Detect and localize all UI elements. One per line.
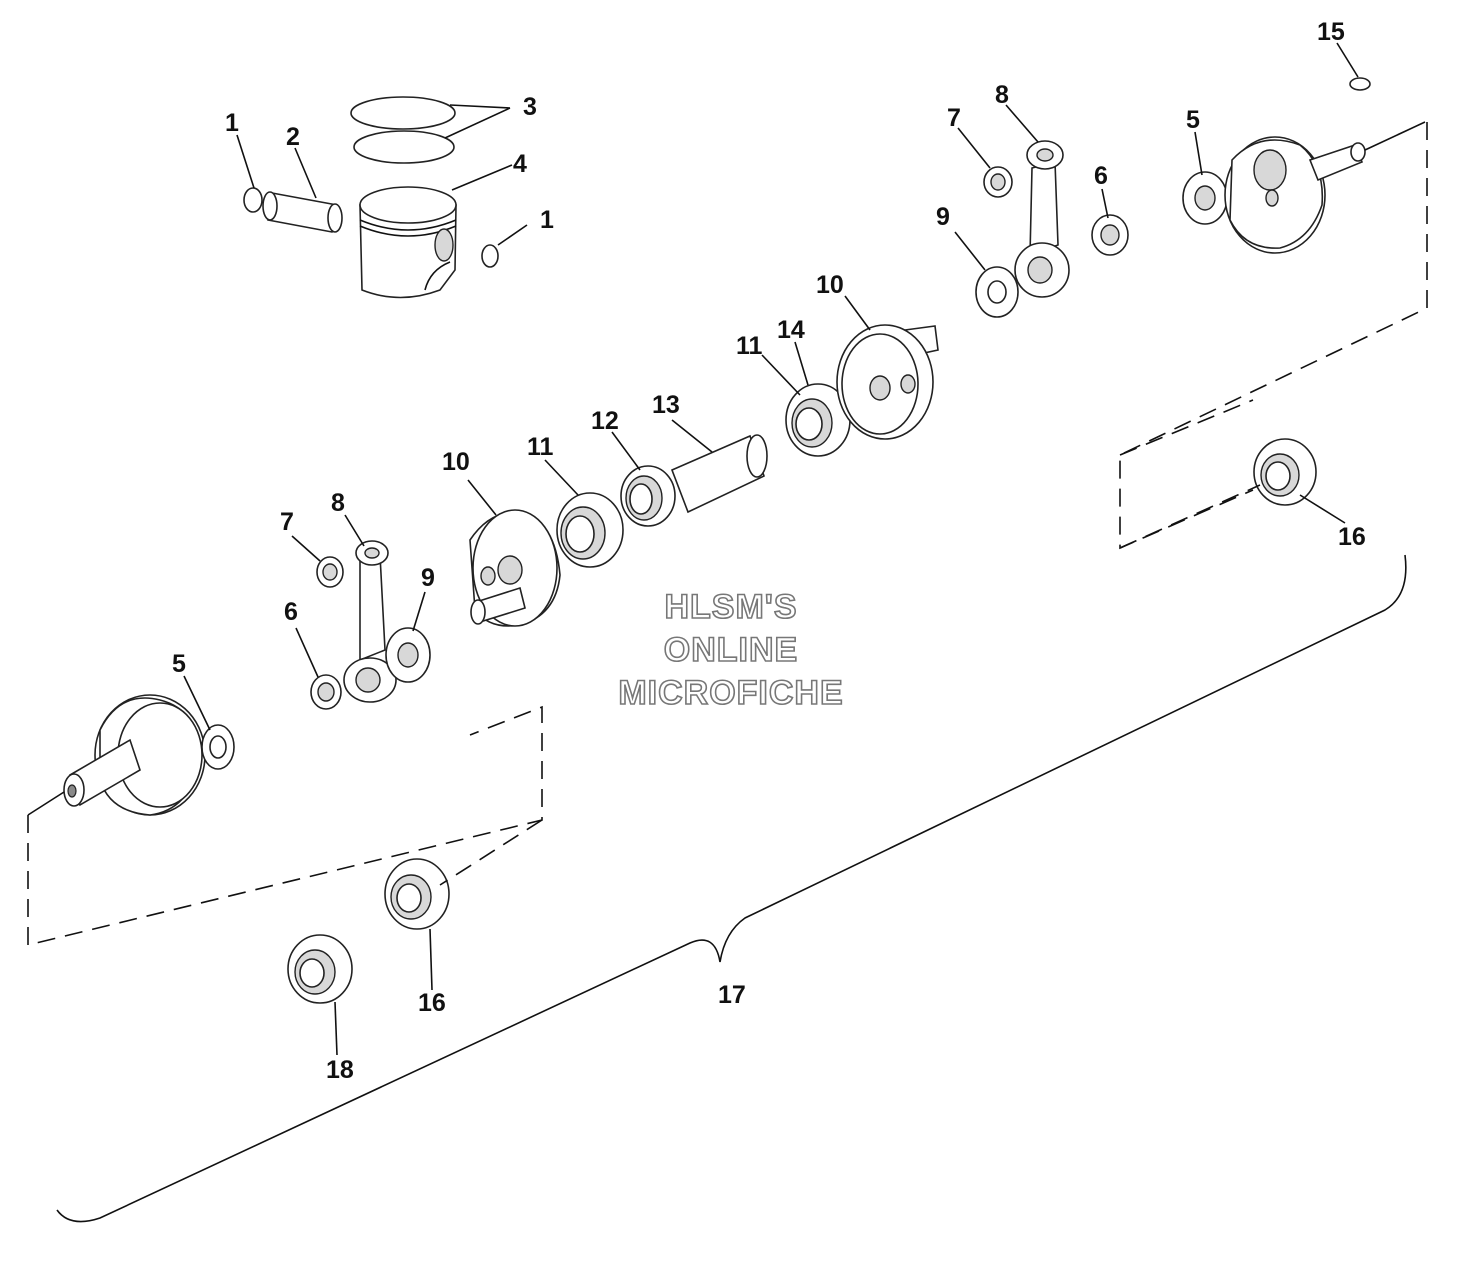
connecting-rod-left bbox=[343, 540, 397, 703]
callout-2: 2 bbox=[286, 123, 300, 151]
needle-bearing-small-left bbox=[316, 556, 344, 588]
callout-12: 12 bbox=[591, 407, 619, 435]
crank-web-left-center bbox=[469, 509, 561, 627]
callout-5b: 5 bbox=[172, 650, 186, 678]
callout-17: 17 bbox=[718, 981, 746, 1009]
watermark-line-3: MICROFICHE bbox=[618, 674, 843, 712]
callout-8b: 8 bbox=[331, 489, 345, 517]
callout-4: 4 bbox=[513, 150, 527, 178]
oil-seal-left bbox=[384, 858, 450, 930]
callout-16a: 16 bbox=[1338, 523, 1366, 551]
callout-10b: 10 bbox=[442, 448, 470, 476]
crankshaft-right-half bbox=[1224, 121, 1426, 254]
callout-8a: 8 bbox=[995, 81, 1009, 109]
circlip-right bbox=[481, 244, 499, 268]
center-sleeve-shaft bbox=[670, 434, 768, 514]
assembly-dashed-lines bbox=[27, 122, 1428, 947]
piston-group bbox=[243, 96, 499, 299]
callout-18: 18 bbox=[326, 1056, 354, 1084]
needle-bearing-small-right bbox=[983, 166, 1013, 198]
wrist-pin bbox=[262, 191, 343, 233]
crankshaft-left-half bbox=[63, 694, 206, 816]
callout-3: 3 bbox=[523, 93, 537, 121]
leader-lines bbox=[183, 42, 1359, 1056]
main-bearing-18 bbox=[287, 934, 353, 1004]
callout-10a: 10 bbox=[816, 271, 844, 299]
watermark-line-2: ONLINE bbox=[664, 631, 798, 669]
woodruff-key bbox=[1349, 77, 1371, 91]
callout-5a: 5 bbox=[1186, 106, 1200, 134]
callout-1a: 1 bbox=[225, 109, 239, 137]
callout-labels: 1 1 2 3 4 5 5 6 6 7 7 8 8 9 9 10 10 11 1… bbox=[172, 18, 1366, 1084]
assembly-brace bbox=[56, 554, 1407, 1223]
callout-9b: 9 bbox=[421, 564, 435, 592]
labyrinth-seal bbox=[620, 465, 676, 527]
callout-6b: 6 bbox=[284, 598, 298, 626]
callout-11b: 11 bbox=[527, 433, 554, 461]
callout-7a: 7 bbox=[947, 104, 961, 132]
piston-ring-upper bbox=[350, 96, 456, 130]
callout-9a: 9 bbox=[936, 203, 950, 231]
callout-16b: 16 bbox=[418, 989, 446, 1017]
callout-1b: 1 bbox=[540, 206, 554, 234]
main-bearing-11-right bbox=[785, 383, 851, 457]
piston-ring-lower bbox=[353, 130, 455, 164]
callout-6a: 6 bbox=[1094, 162, 1108, 190]
callout-15: 15 bbox=[1317, 18, 1345, 46]
piston bbox=[359, 186, 457, 299]
callout-11a: 11 bbox=[736, 332, 763, 360]
callout-14: 14 bbox=[777, 316, 805, 344]
main-bearing-11-left bbox=[556, 492, 624, 568]
watermark: HLSM'S ONLINE MICROFICHE bbox=[618, 587, 844, 713]
thrust-washer-perforated-left bbox=[385, 627, 431, 683]
needle-bearing-large-left bbox=[310, 674, 342, 710]
callout-13: 13 bbox=[652, 391, 680, 419]
connecting-rod-right bbox=[1014, 140, 1070, 298]
watermark-line-1: HLSM'S bbox=[664, 588, 797, 626]
oil-seal-right bbox=[1253, 438, 1317, 506]
callout-7b: 7 bbox=[280, 508, 294, 536]
thrust-washer-perforated-right bbox=[1182, 171, 1228, 225]
needle-bearing-large-right bbox=[1091, 214, 1129, 256]
circlip-left bbox=[243, 187, 263, 213]
crank-web-right-center bbox=[836, 324, 939, 440]
